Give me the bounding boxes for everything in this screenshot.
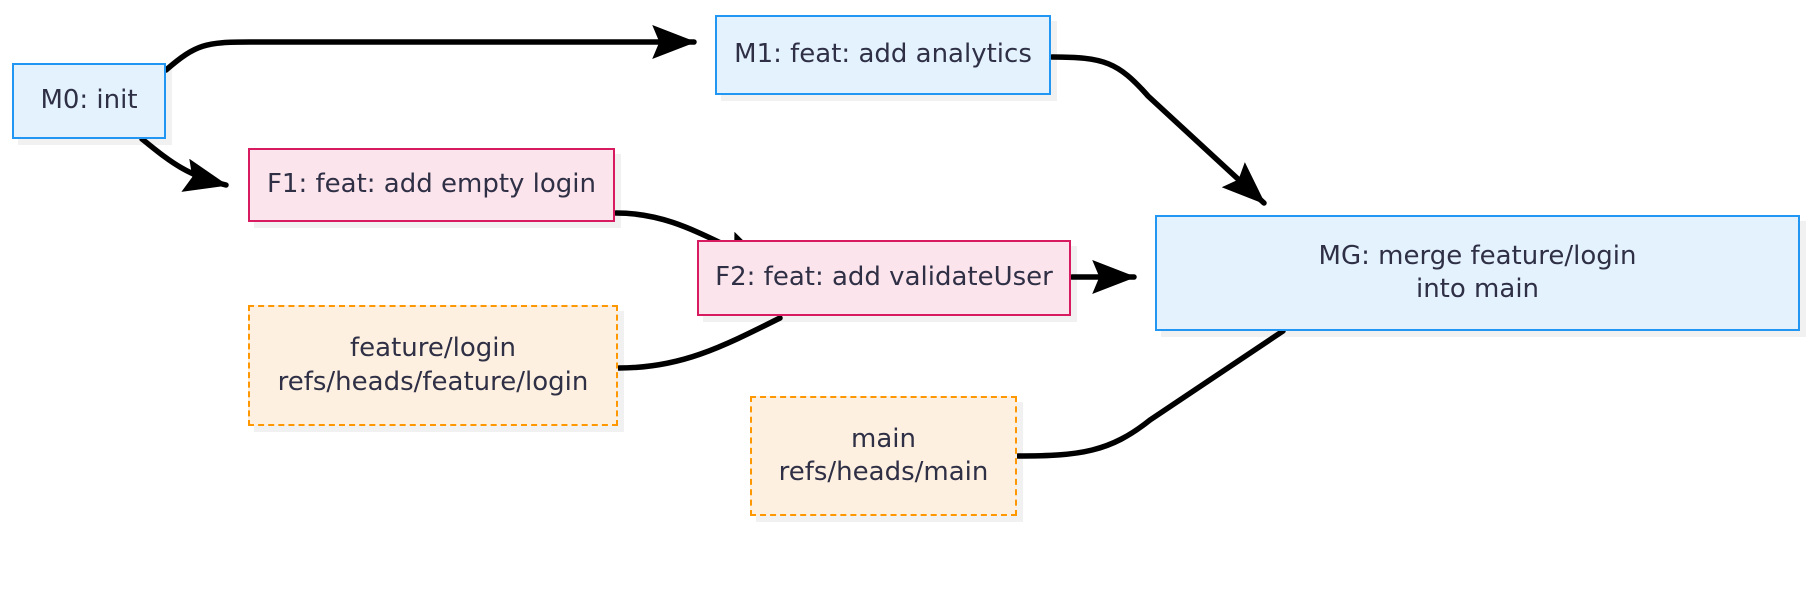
node-label: MG: merge feature/login into main xyxy=(1318,240,1637,304)
edge-m0-to-f1 xyxy=(139,136,229,192)
node-label: main refs/heads/main xyxy=(778,423,989,487)
node-ref-main[interactable]: main refs/heads/main xyxy=(750,396,1017,516)
node-label: F2: feat: add validateUser xyxy=(715,262,1053,293)
edge-m0-to-m1 xyxy=(163,24,697,73)
edge-ref_feature-to-f2 xyxy=(616,315,783,371)
node-label: feature/login refs/heads/feature/login xyxy=(277,333,589,397)
node-label: M0: init xyxy=(40,85,138,116)
node-f2[interactable]: F2: feat: add validateUser xyxy=(697,240,1071,316)
node-f1[interactable]: F1: feat: add empty login xyxy=(248,148,615,222)
node-label: F1: feat: add empty login xyxy=(266,169,597,200)
edge-m1-to-mg xyxy=(1049,54,1267,206)
node-ref-feature[interactable]: feature/login refs/heads/feature/login xyxy=(248,305,618,426)
node-m1[interactable]: M1: feat: add analytics xyxy=(715,15,1051,95)
node-mg[interactable]: MG: merge feature/login into main xyxy=(1155,215,1800,331)
node-label: M1: feat: add analytics xyxy=(734,39,1032,70)
edge-ref_main-to-mg xyxy=(1015,328,1286,459)
node-m0[interactable]: M0: init xyxy=(12,63,166,139)
